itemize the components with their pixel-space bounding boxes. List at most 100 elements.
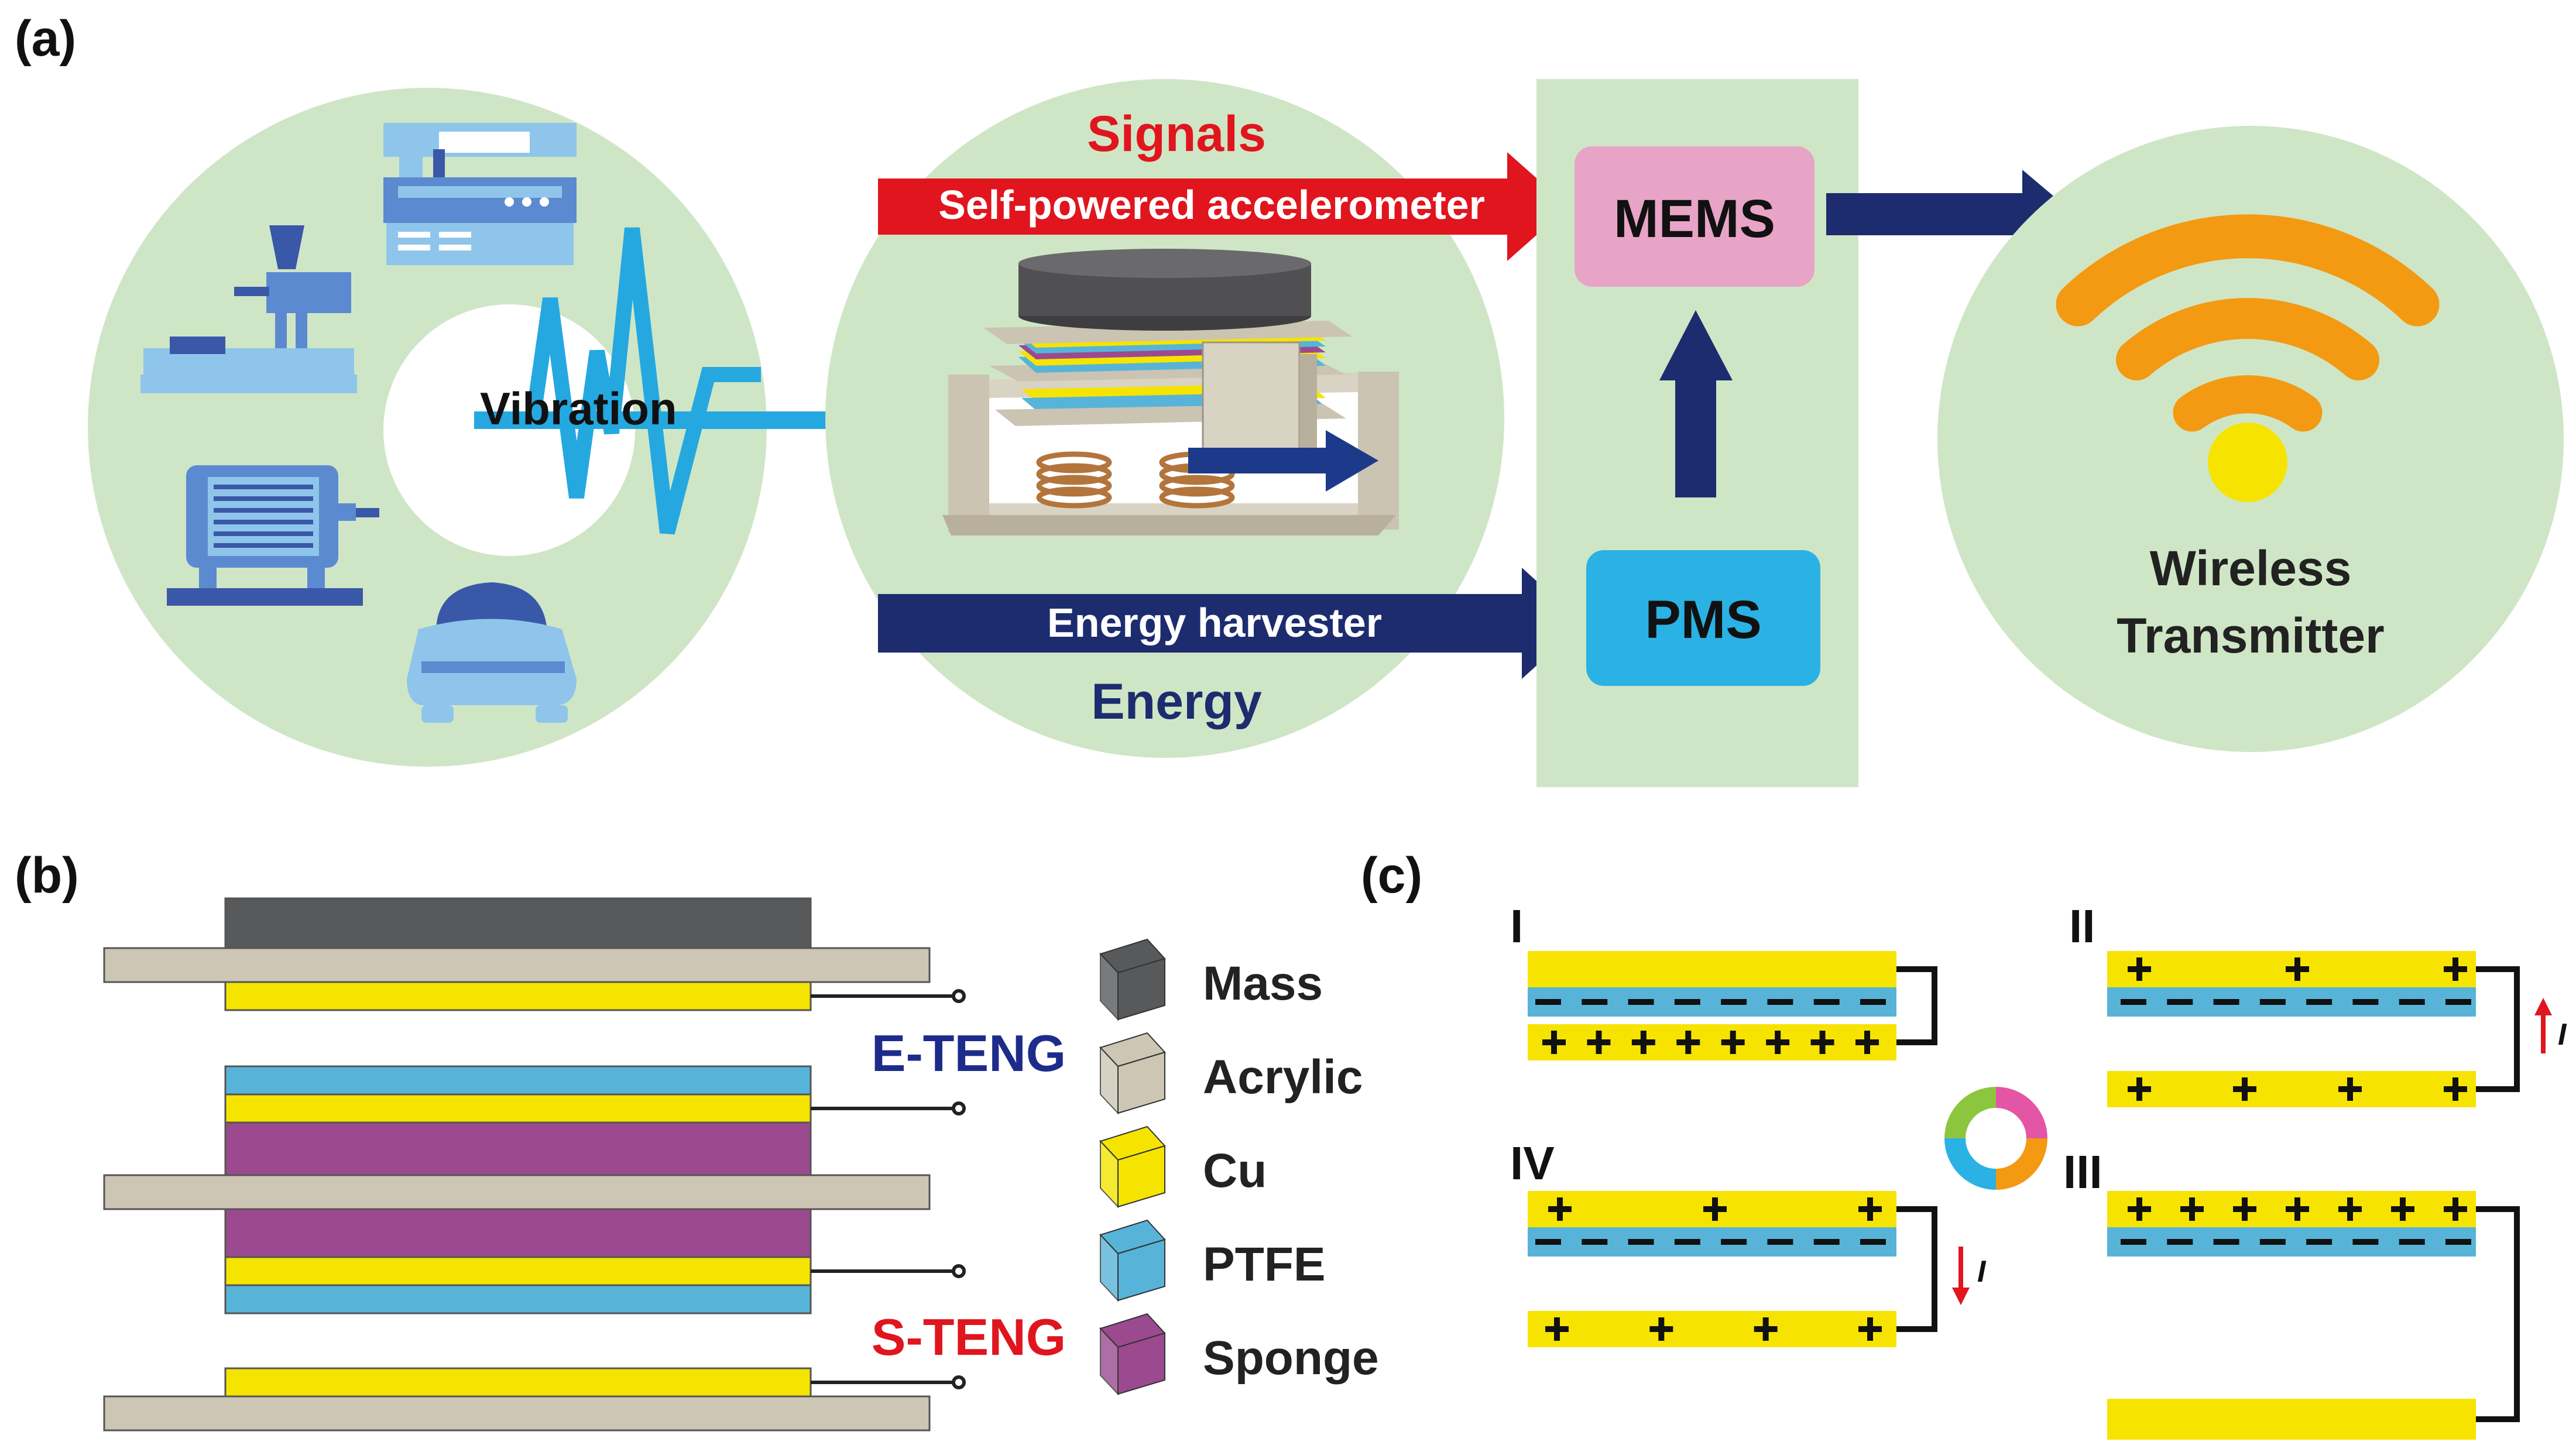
wireless-label-line1: Wireless <box>2150 541 2352 596</box>
electrode-leads <box>811 989 966 1389</box>
charge-markers <box>1535 957 2471 1341</box>
positive-charge-icon <box>2128 957 2151 981</box>
negative-charge-icon <box>2352 999 2379 1005</box>
current-label-down: I <box>1977 1255 1987 1289</box>
legend-cube-front <box>1117 1238 1165 1302</box>
negative-charge-icon <box>2121 999 2146 1005</box>
stage-4-label: IV <box>1510 1137 1555 1189</box>
negative-charge-icon <box>2352 1239 2379 1245</box>
legend-label: Mass <box>1203 957 1323 1010</box>
drill-press-icon <box>140 225 357 393</box>
teng-layer-stack <box>103 897 931 1432</box>
negative-charge-icon <box>1813 1239 1840 1245</box>
stage-2-label: II <box>2069 900 2095 952</box>
positive-charge-icon <box>1754 1317 1778 1341</box>
positive-charge-icon <box>2444 1197 2467 1221</box>
positive-charge-icon <box>1703 1197 1727 1221</box>
cycle-donut-icon <box>1944 1087 2047 1190</box>
positive-charge-icon <box>1676 1031 1700 1054</box>
negative-charge-icon <box>1767 1239 1793 1245</box>
pms-label: PMS <box>1645 590 1761 650</box>
positive-charge-icon <box>2128 1077 2151 1101</box>
positive-charge-icon <box>1855 1031 1879 1054</box>
legend-item-mass: Mass <box>1099 938 1323 1021</box>
negative-charge-icon <box>1628 1239 1654 1245</box>
negative-charge-icon <box>1674 1239 1700 1245</box>
stage-1-label: I <box>1510 900 1523 952</box>
current-label-up: I <box>2558 1018 2567 1052</box>
legend-cube-front <box>1117 1332 1165 1395</box>
positive-charge-icon <box>2286 1197 2309 1221</box>
legend-label: Acrylic <box>1203 1051 1363 1104</box>
stage-3-label: III <box>2063 1146 2102 1198</box>
negative-charge-icon <box>2306 1239 2333 1245</box>
stage-4-diagram <box>1528 1191 1937 1347</box>
negative-charge-icon <box>1721 999 1747 1005</box>
negative-charge-icon <box>2121 1239 2146 1245</box>
energy-harvester-label: Energy harvester <box>1047 600 1382 646</box>
positive-charge-icon <box>2444 1077 2467 1101</box>
positive-charge-icon <box>1649 1317 1673 1341</box>
accelerometer-device-illustration <box>942 249 1399 536</box>
wireless-label-line2: Transmitter <box>2117 608 2385 663</box>
motor-icon <box>167 465 379 606</box>
negative-charge-icon <box>2259 1239 2286 1245</box>
negative-charge-icon <box>2213 999 2239 1005</box>
negative-charge-icon <box>1535 999 1561 1005</box>
positive-charge-icon <box>2233 1077 2256 1101</box>
negative-charge-icon <box>1813 999 1840 1005</box>
stage-3-diagram <box>2107 1191 2520 1440</box>
negative-charge-icon <box>1535 1239 1561 1245</box>
legend-cube-front <box>1117 1051 1165 1114</box>
negative-charge-icon <box>2259 999 2286 1005</box>
negative-charge-icon <box>1860 999 1886 1005</box>
wifi-dot-icon <box>2208 423 2287 502</box>
positive-charge-icon <box>1810 1031 1834 1054</box>
positive-charge-icon <box>1545 1317 1569 1341</box>
negative-charge-icon <box>2213 1239 2239 1245</box>
car-icon <box>407 582 577 723</box>
positive-charge-icon <box>2338 1077 2362 1101</box>
positive-charge-icon <box>2444 957 2467 981</box>
energy-label: Energy <box>1091 674 1262 730</box>
pms-block <box>1586 550 1820 686</box>
negative-charge-icon <box>2445 1239 2471 1245</box>
positive-charge-icon <box>1631 1031 1655 1054</box>
legend-label: Cu <box>1203 1144 1267 1197</box>
accelerometer-label: Self-powered accelerometer <box>938 182 1485 228</box>
factory-machine-icon <box>383 123 577 265</box>
positive-charge-icon <box>1587 1031 1611 1054</box>
positive-charge-icon <box>2391 1197 2414 1221</box>
positive-charge-icon <box>1548 1197 1572 1221</box>
negative-charge-icon <box>2399 1239 2425 1245</box>
negative-charge-icon <box>2167 1239 2193 1245</box>
positive-charge-icon <box>1858 1317 1882 1341</box>
wifi-icon <box>2056 214 2440 432</box>
current-down-arrow-icon <box>1952 1247 1970 1305</box>
positive-charge-icon <box>2180 1197 2204 1221</box>
positive-charge-icon <box>2233 1197 2256 1221</box>
legend-label: Sponge <box>1203 1331 1379 1385</box>
negative-charge-icon <box>1582 999 1608 1005</box>
power-up-arrow-icon <box>1659 310 1733 497</box>
mems-label: MEMS <box>1614 189 1775 249</box>
positive-charge-icon <box>1766 1031 1790 1054</box>
negative-charge-icon <box>1674 999 1700 1005</box>
positive-charge-icon <box>1858 1197 1882 1221</box>
negative-charge-icon <box>2445 999 2471 1005</box>
negative-charge-icon <box>1721 1239 1747 1245</box>
legend-item-ptfe: PTFE <box>1099 1219 1326 1302</box>
legend-item-acrylic: Acrylic <box>1099 1032 1363 1115</box>
negative-charge-icon <box>1628 999 1654 1005</box>
panel-b-label: (b) <box>15 847 79 904</box>
e-teng-label: E-TENG <box>872 1024 1066 1082</box>
positive-charge-icon <box>1542 1031 1566 1054</box>
positive-charge-icon <box>1721 1031 1745 1054</box>
legend-cube-front <box>1117 1145 1165 1208</box>
negative-charge-icon <box>1860 1239 1886 1245</box>
negative-charge-icon <box>1582 1239 1608 1245</box>
panel-c-label: (c) <box>1361 847 1422 904</box>
negative-charge-icon <box>2306 999 2333 1005</box>
legend-item-sponge: Sponge <box>1099 1313 1379 1396</box>
